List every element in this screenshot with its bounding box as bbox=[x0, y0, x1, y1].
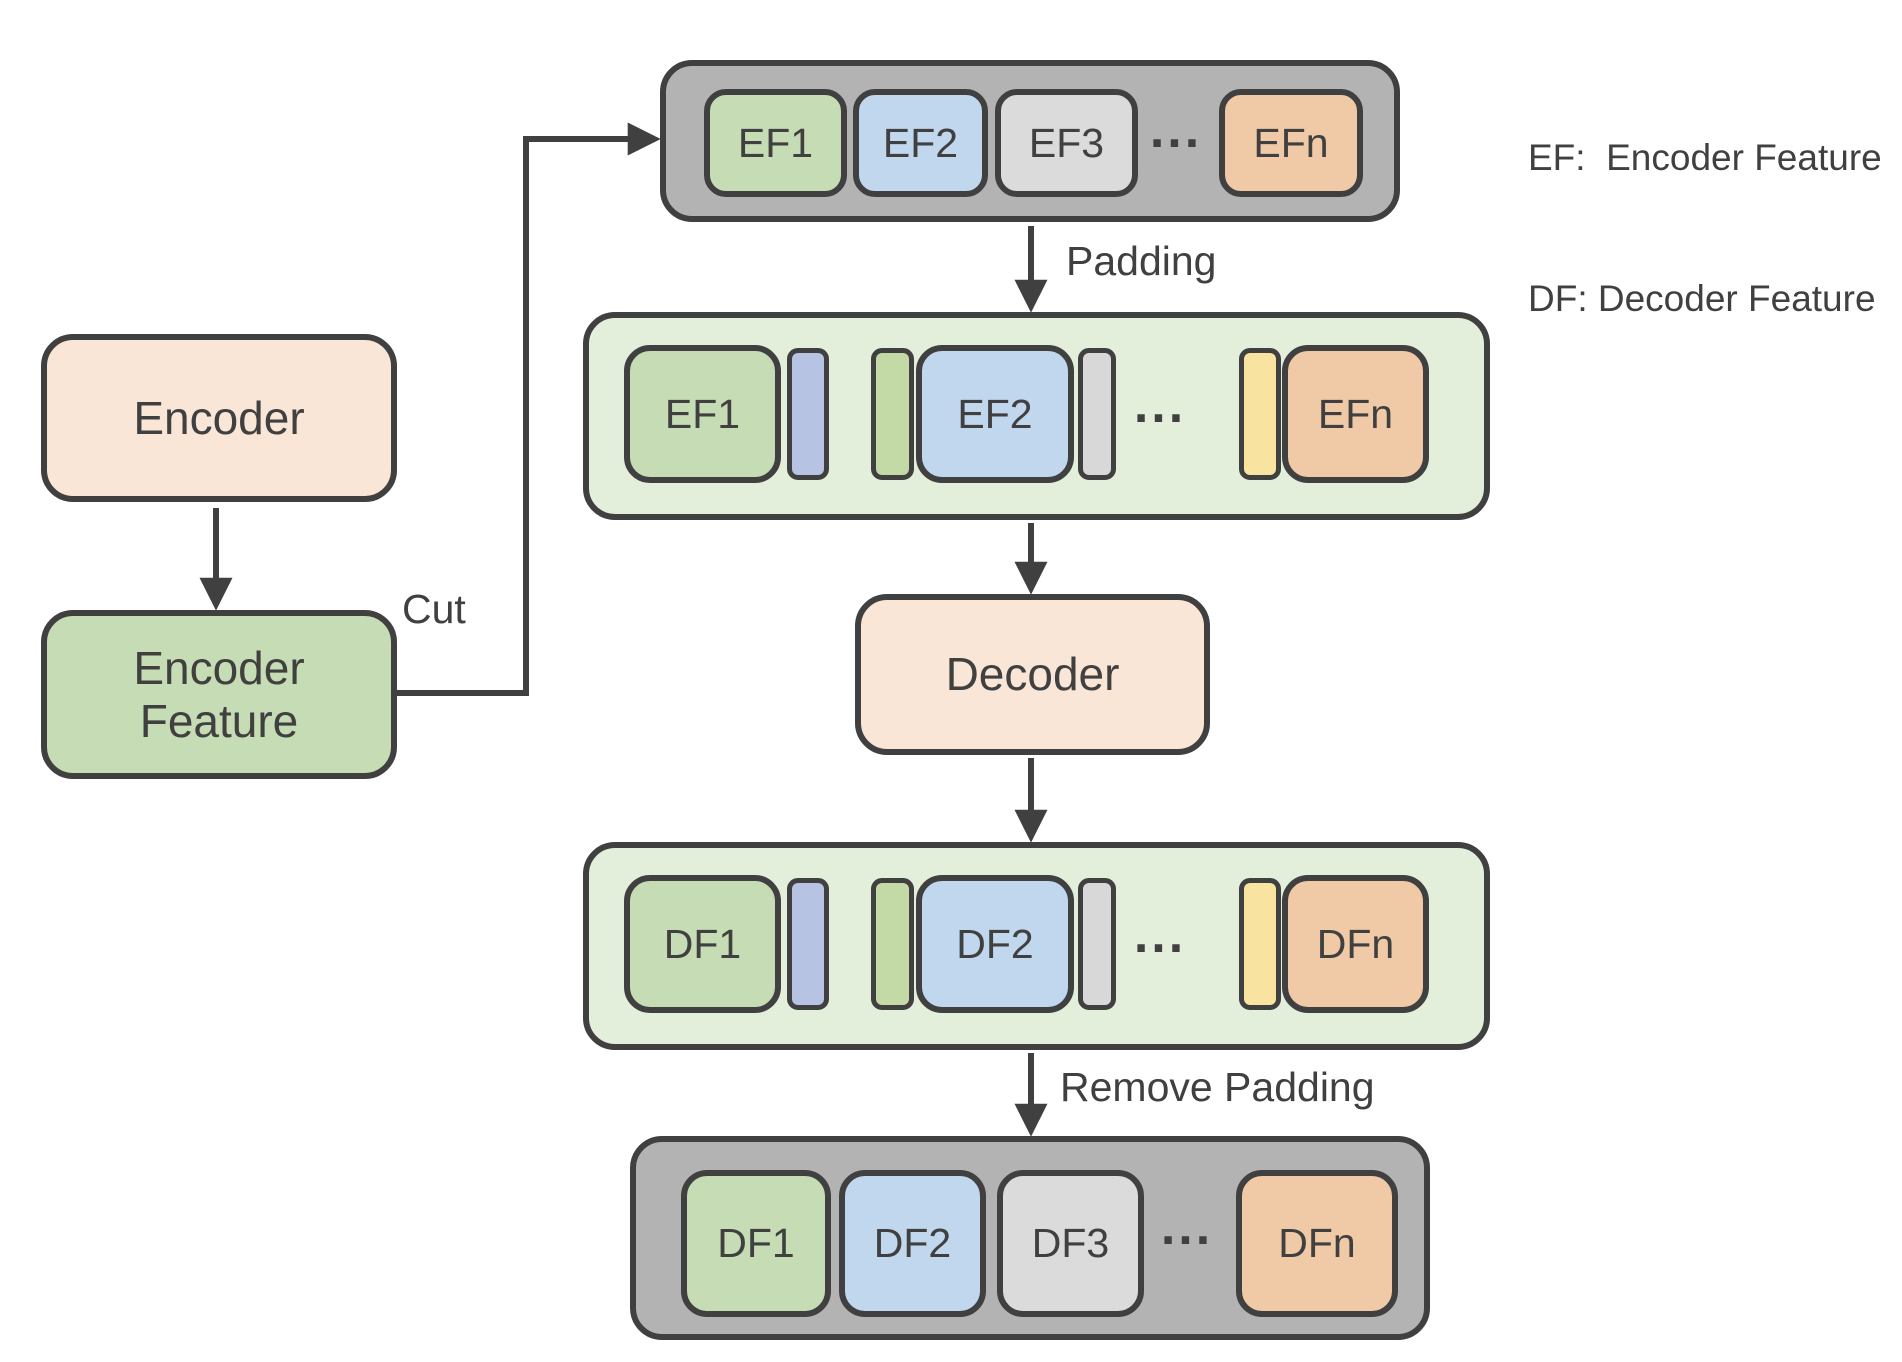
feature-box-label: DF2 bbox=[956, 920, 1034, 967]
feature-box-df1: DF1 bbox=[624, 875, 781, 1013]
feature-box-df2: DF2 bbox=[839, 1170, 986, 1317]
padding-bar-gray bbox=[1078, 878, 1116, 1010]
feature-box-label: EFn bbox=[1253, 119, 1329, 166]
legend-line-ef: EF: Encoder Feature bbox=[1528, 137, 1882, 178]
feature-box-label: EFn bbox=[1317, 390, 1394, 437]
feature-box-label: EF2 bbox=[882, 119, 959, 166]
ellipsis-text: ... bbox=[1149, 100, 1203, 159]
padding-bar-lavender bbox=[787, 878, 829, 1010]
feature-box-ef1: EF1 bbox=[704, 89, 847, 197]
padding-bar-green bbox=[871, 348, 914, 480]
remove-padding-label: Remove Padding bbox=[1060, 1064, 1375, 1110]
legend-line-df: DF: Decoder Feature bbox=[1528, 278, 1876, 319]
decoder-node: Decoder bbox=[855, 594, 1210, 755]
ellipsis-text: ... bbox=[1160, 1197, 1214, 1256]
padding-bar-green bbox=[871, 878, 914, 1010]
decoder-node-label: Decoder bbox=[945, 648, 1120, 701]
feature-box-dfn: DFn bbox=[1236, 1170, 1398, 1317]
ellipsis: ... bbox=[1110, 848, 1210, 1056]
feature-box-dfn: DFn bbox=[1282, 875, 1429, 1013]
feature-box-label: EF3 bbox=[1028, 119, 1105, 166]
feature-box-ef3: EF3 bbox=[995, 89, 1138, 197]
feature-box-label: EF1 bbox=[664, 390, 741, 437]
cut-label: Cut bbox=[402, 586, 466, 632]
ellipsis: ... bbox=[1137, 1142, 1237, 1346]
feature-box-efn: EFn bbox=[1219, 89, 1363, 197]
feature-box-label: DF3 bbox=[1031, 1220, 1110, 1266]
padded-decoder-features-strip: DF1 DF2 ... DFn bbox=[583, 842, 1490, 1050]
ellipsis-text: ... bbox=[1133, 375, 1187, 434]
encoder-features-strip: EF1 EF2 EF3 ... EFn bbox=[660, 60, 1400, 222]
feature-box-label: EF1 bbox=[737, 119, 814, 166]
padding-label: Padding bbox=[1066, 238, 1217, 284]
ellipsis: ... bbox=[1110, 318, 1210, 526]
feature-box-label: DF1 bbox=[717, 1220, 795, 1266]
ellipsis: ... bbox=[1126, 66, 1226, 228]
encoder-feature-node: Encoder Feature bbox=[41, 610, 397, 779]
feature-box-ef1: EF1 bbox=[624, 345, 781, 483]
decoder-features-strip: DF1 DF2 DF3 ... DFn bbox=[630, 1136, 1430, 1340]
ellipsis-text: ... bbox=[1133, 905, 1187, 964]
feature-box-ef2: EF2 bbox=[916, 345, 1074, 483]
feature-box-label: DF1 bbox=[663, 920, 742, 967]
padding-bar-yellow bbox=[1239, 878, 1281, 1010]
feature-box-ef2: EF2 bbox=[853, 89, 988, 197]
padding-bar-gray bbox=[1078, 348, 1116, 480]
feature-box-label: DF2 bbox=[873, 1220, 952, 1266]
feature-box-label: EF2 bbox=[957, 390, 1033, 437]
padded-encoder-features-strip: EF1 EF2 ... EFn bbox=[583, 312, 1490, 520]
feature-box-df2: DF2 bbox=[916, 875, 1074, 1013]
feature-box-label: DFn bbox=[1316, 920, 1395, 967]
feature-box-label: DFn bbox=[1278, 1220, 1356, 1266]
encoder-node-label: Encoder bbox=[133, 391, 305, 444]
padding-bar-yellow bbox=[1239, 348, 1281, 480]
legend: EF: Encoder Feature DF: Decoder Feature bbox=[1528, 40, 1882, 416]
feature-box-efn: EFn bbox=[1282, 345, 1429, 483]
feature-box-df1: DF1 bbox=[681, 1170, 831, 1317]
encoder-feature-node-label: Encoder Feature bbox=[133, 641, 305, 747]
encoder-node: Encoder bbox=[41, 334, 397, 502]
padding-bar-lavender bbox=[787, 348, 829, 480]
feature-box-df3: DF3 bbox=[997, 1170, 1144, 1317]
